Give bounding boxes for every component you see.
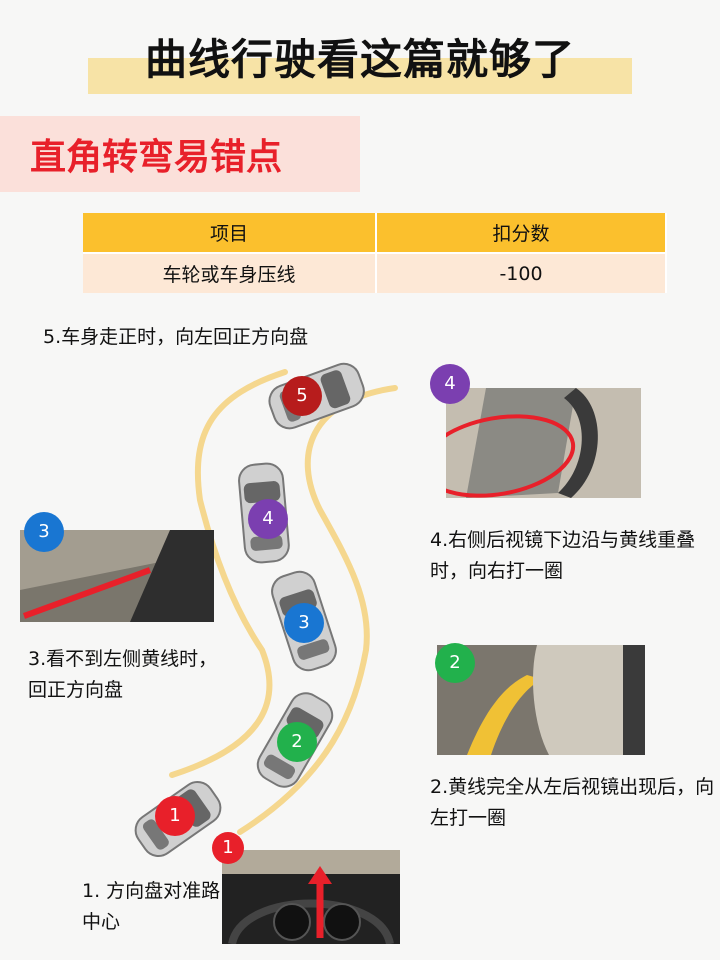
cell-item: 车轮或车身压线 bbox=[83, 252, 377, 293]
car-5-badge: 5 bbox=[282, 376, 322, 416]
section-title: 直角转弯易错点 bbox=[30, 137, 283, 178]
column-header-points: 扣分数 bbox=[376, 213, 667, 253]
photo-2-badge: 2 bbox=[435, 643, 475, 683]
column-header-item: 项目 bbox=[83, 213, 377, 253]
dashboard-photo bbox=[222, 850, 400, 944]
mirror-right-photo bbox=[446, 388, 641, 498]
step-1-text: 1. 方向盘对准路中心 bbox=[82, 880, 221, 933]
deduction-table: 项目 扣分数 车轮或车身压线 -100 bbox=[83, 213, 667, 293]
car-3-badge: 3 bbox=[284, 603, 324, 643]
page-title: 曲线行驶看这篇就够了 bbox=[144, 35, 575, 84]
road-left-line bbox=[169, 369, 288, 778]
photo-1-badge: 1 bbox=[212, 832, 244, 864]
step-4-text: 4.右侧后视镜下边沿与黄线重叠时，向右打一圈 bbox=[430, 529, 696, 582]
road-right-line bbox=[237, 385, 398, 835]
car-2-badge: 2 bbox=[277, 722, 317, 762]
step-3-text: 3.看不到左侧黄线时，回正方向盘 bbox=[28, 648, 218, 701]
title-highlight bbox=[88, 58, 632, 94]
car-1-badge: 1 bbox=[155, 796, 195, 836]
table-row: 车轮或车身压线 -100 bbox=[83, 252, 667, 293]
step-5-text: 5.车身走正时，向左回正方向盘 bbox=[43, 326, 309, 348]
step-2-text: 2.黄线完全从左后视镜出现后，向左打一圈 bbox=[430, 776, 715, 829]
photo-3-badge: 3 bbox=[24, 512, 64, 552]
cell-points: -100 bbox=[376, 252, 667, 293]
table-header-row: 项目 扣分数 bbox=[83, 213, 667, 253]
photo-4-badge: 4 bbox=[430, 364, 470, 404]
section-highlight bbox=[0, 116, 360, 192]
car-4-badge: 4 bbox=[248, 499, 288, 539]
road-diagram bbox=[169, 369, 398, 835]
